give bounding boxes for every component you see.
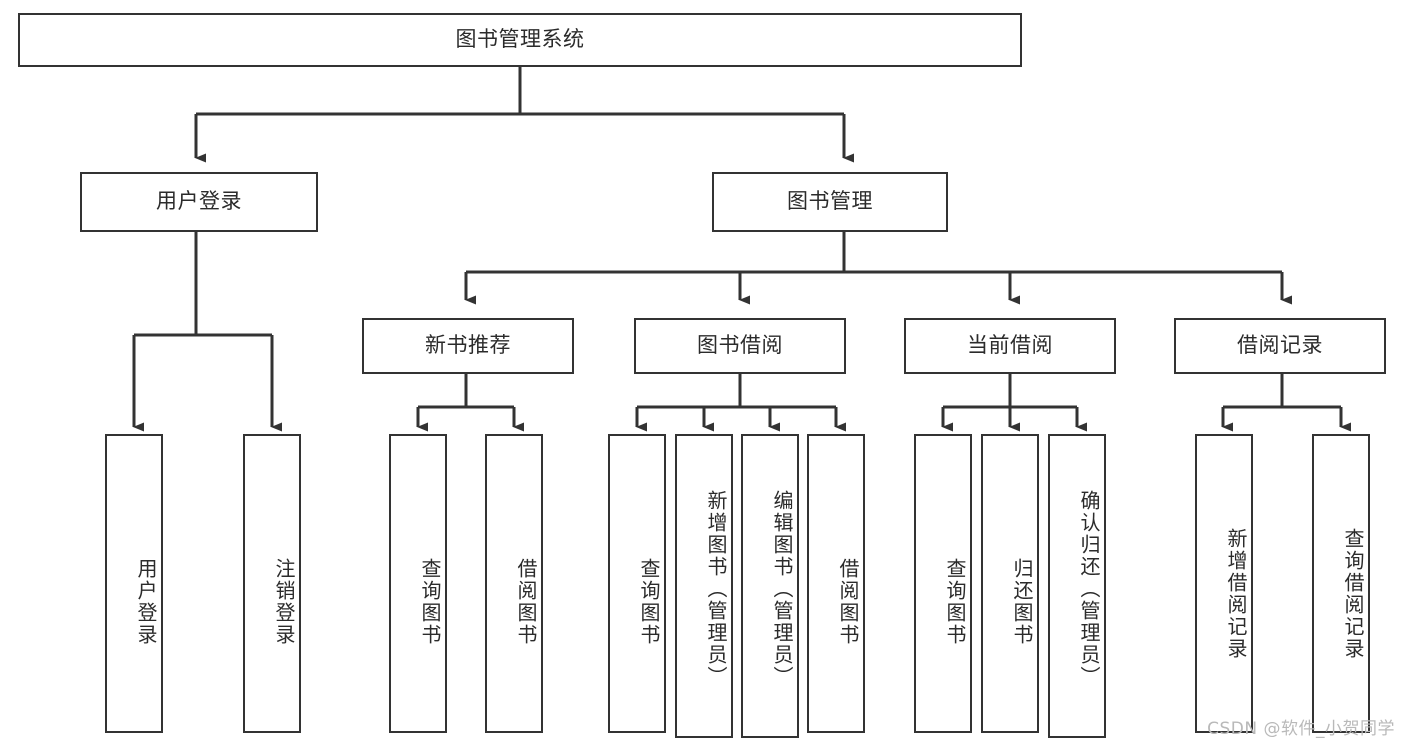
node-leaf-edit-book[interactable]: 编辑图书（管理员）: [741, 434, 799, 738]
node-book-manage-label: 图书管理: [787, 189, 873, 214]
node-current-borrow[interactable]: 当前借阅: [904, 318, 1116, 374]
node-user-login-label: 用户登录: [156, 189, 242, 214]
node-book-borrow[interactable]: 图书借阅: [634, 318, 846, 374]
node-book-borrow-label: 图书借阅: [697, 333, 783, 358]
node-leaf-logout[interactable]: 注销登录: [243, 434, 301, 733]
node-leaf-query-book-1-label: 查询图书: [418, 557, 442, 646]
node-current-borrow-label: 当前借阅: [967, 333, 1053, 358]
node-book-manage[interactable]: 图书管理: [712, 172, 948, 232]
node-leaf-query-borrow-record-label: 查询借阅记录: [1341, 527, 1365, 660]
node-leaf-query-borrow-record[interactable]: 查询借阅记录: [1312, 434, 1370, 733]
node-leaf-user-login[interactable]: 用户登录: [105, 434, 163, 733]
node-leaf-add-book[interactable]: 新增图书（管理员）: [675, 434, 733, 738]
node-root-system[interactable]: 图书管理系统: [18, 13, 1022, 67]
node-leaf-add-book-label: 新增图书（管理员）: [704, 490, 728, 688]
node-leaf-confirm-return[interactable]: 确认归还（管理员）: [1048, 434, 1106, 738]
node-new-book-recommend[interactable]: 新书推荐: [362, 318, 574, 374]
node-leaf-return-book-label: 归还图书: [1010, 557, 1034, 646]
node-leaf-borrow-book-2-label: 借阅图书: [836, 557, 860, 646]
node-new-book-recommend-label: 新书推荐: [425, 333, 511, 358]
csdn-watermark: CSDN @软件_小贺同学: [1207, 719, 1395, 739]
node-leaf-query-book-2[interactable]: 查询图书: [608, 434, 666, 733]
node-leaf-borrow-book-1-label: 借阅图书: [514, 557, 538, 646]
node-leaf-borrow-book-2[interactable]: 借阅图书: [807, 434, 865, 733]
node-leaf-return-book[interactable]: 归还图书: [981, 434, 1039, 733]
node-leaf-user-login-label: 用户登录: [134, 557, 158, 646]
node-leaf-confirm-return-label: 确认归还（管理员）: [1077, 490, 1101, 688]
node-borrow-record-label: 借阅记录: [1237, 333, 1323, 358]
node-leaf-borrow-book-1[interactable]: 借阅图书: [485, 434, 543, 733]
node-leaf-query-book-2-label: 查询图书: [637, 557, 661, 646]
node-leaf-add-borrow-record-label: 新增借阅记录: [1224, 527, 1248, 660]
node-leaf-logout-label: 注销登录: [272, 557, 296, 646]
node-leaf-edit-book-label: 编辑图书（管理员）: [770, 490, 794, 688]
node-leaf-query-book-3-label: 查询图书: [943, 557, 967, 646]
node-borrow-record[interactable]: 借阅记录: [1174, 318, 1386, 374]
node-user-login[interactable]: 用户登录: [80, 172, 318, 232]
node-leaf-query-book-1[interactable]: 查询图书: [389, 434, 447, 733]
node-root-system-label: 图书管理系统: [455, 27, 585, 52]
node-leaf-query-book-3[interactable]: 查询图书: [914, 434, 972, 733]
node-leaf-add-borrow-record[interactable]: 新增借阅记录: [1195, 434, 1253, 733]
